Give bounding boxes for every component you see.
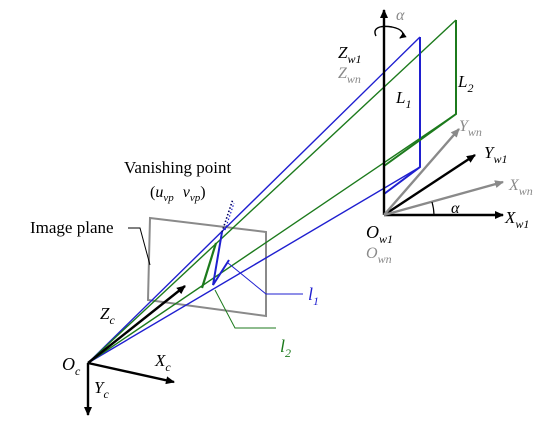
alpha-arc-bottom xyxy=(431,201,435,216)
l1-label: l1 xyxy=(308,284,319,308)
plane-L2 xyxy=(383,20,457,167)
plane-L1 xyxy=(383,37,421,195)
xc-label: Xc xyxy=(154,351,171,374)
camera-axis-xc xyxy=(87,361,175,385)
L1-label: L1 xyxy=(395,88,411,111)
l2-label: l2 xyxy=(280,336,291,360)
xwn-label: Xwn xyxy=(508,177,533,198)
zw1-label: Zw1 xyxy=(338,43,361,66)
yw1-label: Yw1 xyxy=(484,143,507,166)
ywn-label: Ywn xyxy=(459,118,482,139)
world-axis-yw1 xyxy=(383,153,476,217)
image-plane-leader xyxy=(128,227,151,266)
zwn-label: Zwn xyxy=(338,65,361,86)
green-projection-rays xyxy=(87,19,457,364)
vanishing-extension-2 xyxy=(224,202,235,231)
yc-label: Yc xyxy=(94,378,109,401)
image-plane-label: Image plane xyxy=(30,218,114,237)
alpha-bottom-label: α xyxy=(451,200,460,217)
vanishing-point-label: Vanishing point xyxy=(124,158,231,177)
camera-axis-zc xyxy=(87,285,186,364)
image-plane xyxy=(146,216,267,318)
alpha-rotation-arc-top xyxy=(374,25,407,39)
oc-label: Oc xyxy=(62,354,81,378)
world-axis-xwn xyxy=(383,180,504,217)
vp-coords-label: (uvp vvp) xyxy=(150,184,206,204)
ow1-label: Ow1 xyxy=(366,222,393,246)
blue-projection-rays xyxy=(87,36,421,364)
vanishing-extension xyxy=(221,198,234,233)
xw1-label: Xw1 xyxy=(504,208,529,231)
projected-line-l2 xyxy=(200,242,218,289)
alpha-top-label: α xyxy=(396,7,405,24)
l1-leader xyxy=(227,262,303,295)
world-axis-ywn xyxy=(383,128,460,216)
zc-label: Zc xyxy=(100,304,115,327)
l2-leader xyxy=(214,289,276,329)
own-label: Own xyxy=(366,245,392,266)
L2-label: L2 xyxy=(457,72,473,95)
projected-line-l1 xyxy=(212,231,230,286)
